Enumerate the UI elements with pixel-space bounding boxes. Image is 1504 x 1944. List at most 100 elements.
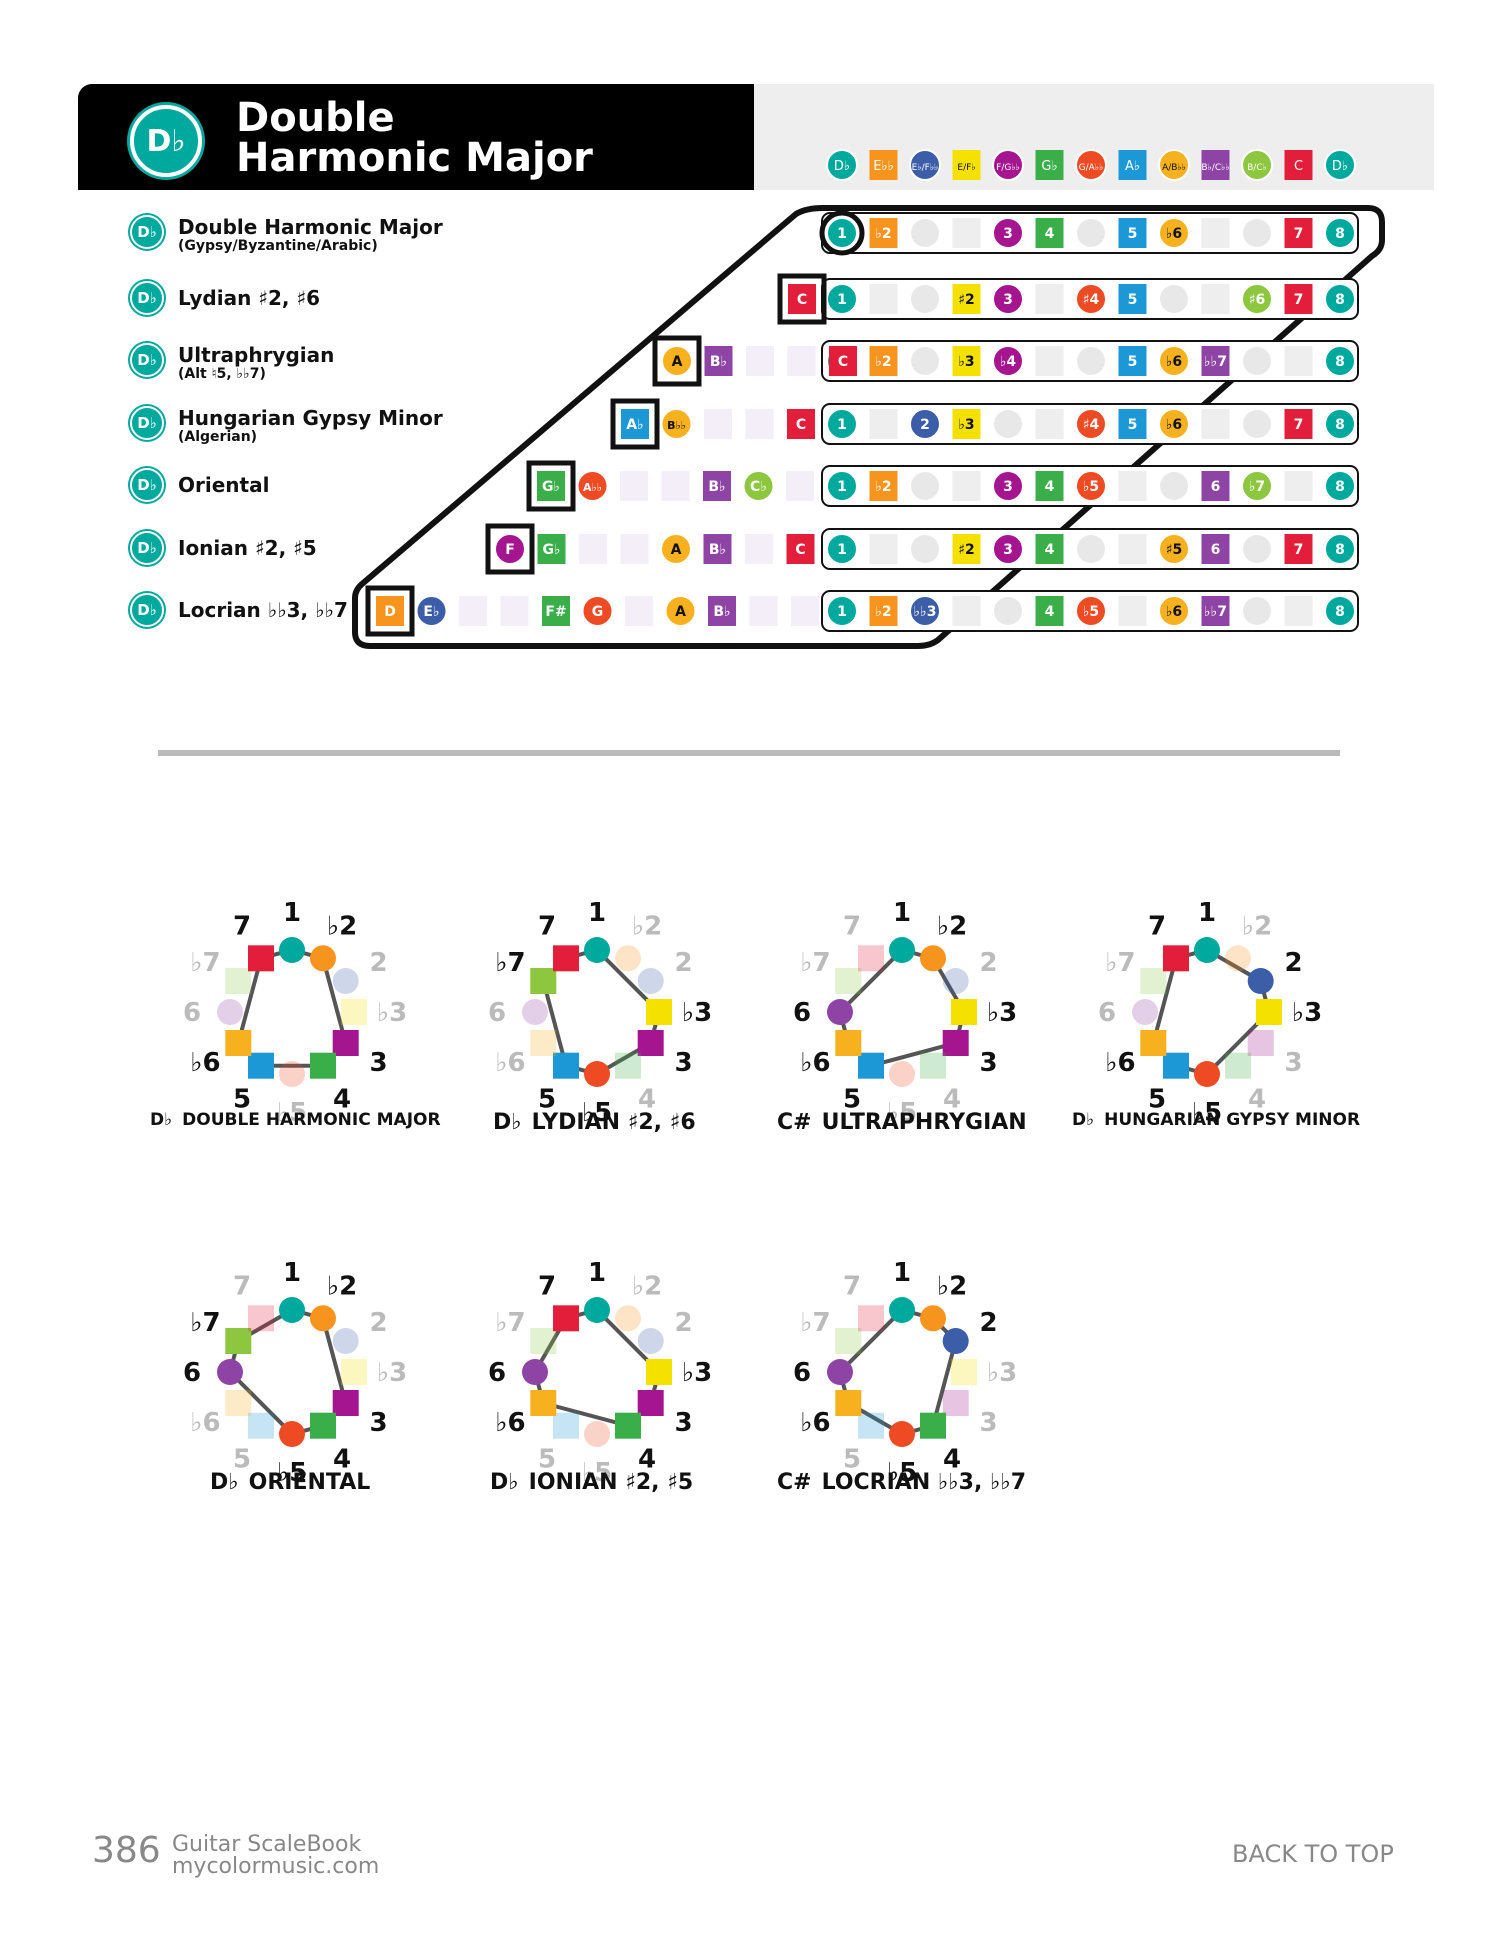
page-number: 386 [92, 1830, 161, 1871]
empty-slot [869, 409, 898, 439]
degree-note [1201, 534, 1230, 564]
degree-note [952, 284, 981, 314]
wheel-degree-label: ♭6 [495, 1048, 525, 1078]
wheel-key: D♭ [493, 1110, 522, 1135]
empty-slot [745, 534, 773, 564]
degree-label: 3 [1003, 542, 1013, 558]
legend-note [1241, 149, 1273, 181]
empty-slot [994, 410, 1022, 438]
wheel-title: C#ULTRAPHRYGIAN [777, 1110, 1027, 1135]
degree-note [1075, 470, 1107, 502]
wheel-note [1256, 999, 1282, 1025]
wheel-title: D♭ORIENTAL [210, 1470, 370, 1495]
left-note [788, 284, 816, 314]
left-note-label: A [675, 604, 686, 620]
degree-note [869, 346, 898, 376]
wheel-note [858, 945, 884, 972]
degree-label: ♭2 [875, 479, 891, 495]
degree-note [1241, 470, 1273, 502]
wheel-note [951, 1359, 977, 1385]
degree-label: ♯5 [1166, 542, 1183, 558]
wheel-title: D♭LYDIAN ♯2, ♯6 [493, 1110, 696, 1135]
wheel-note [920, 1052, 946, 1079]
empty-slot [869, 534, 898, 564]
legend-note-label: D♭ [834, 159, 850, 174]
wheel-polygon [236, 947, 348, 1068]
degree-label: 8 [1335, 542, 1345, 558]
empty-slot [579, 534, 607, 564]
wheel-degree-label: ♭2 [632, 911, 662, 941]
left-note-label: G [592, 604, 604, 620]
legend-note [1201, 150, 1230, 180]
wheel-degree-label: ♭3 [987, 998, 1017, 1028]
wheel-note [858, 1305, 884, 1332]
wheel-title: D♭IONIAN ♯2, ♯5 [490, 1470, 693, 1495]
degree-label: 7 [1294, 226, 1304, 242]
mode-root-box [777, 273, 827, 325]
book-title: Guitar ScaleBook [172, 1832, 362, 1857]
site-link[interactable]: mycolormusic.com [172, 1854, 380, 1879]
empty-slot [952, 471, 981, 501]
wheel-note [615, 1412, 641, 1439]
left-note-label: C [795, 542, 805, 558]
wheel-degree-label: 6 [793, 1358, 811, 1388]
legend-note-label: A/B♭♭ [1162, 163, 1186, 173]
wheel-note [615, 1052, 641, 1079]
wheel-degree-label: 1 [283, 898, 301, 928]
degree-note [1324, 345, 1356, 377]
wheel-degree-label: ♭5 [1192, 1098, 1222, 1128]
wheel-note [279, 1297, 305, 1323]
wheel-note [615, 945, 641, 972]
empty-slot [459, 596, 487, 626]
degree-label: ♭♭7 [1204, 354, 1227, 370]
title-line-2: Harmonic Major [236, 135, 593, 181]
wheel-note [248, 1412, 274, 1439]
empty-slot [1201, 284, 1230, 314]
wheel-note [310, 945, 336, 972]
wheel-note [889, 1421, 915, 1447]
wheel-degree-label: ♭2 [327, 911, 357, 941]
degree-label: ♭2 [875, 226, 891, 242]
wheel-key: C# [777, 1110, 812, 1135]
wheel-degree-label: 2 [370, 948, 388, 978]
degree-label: ♭5 [1083, 604, 1099, 620]
mode-root-box [526, 460, 576, 512]
wheel-note [341, 1359, 367, 1385]
empty-slot [1077, 347, 1105, 375]
left-note [829, 346, 857, 376]
wheel-degree-label: 6 [488, 1358, 506, 1388]
wheel-note [553, 1052, 579, 1079]
degree-label: 6 [1211, 542, 1221, 558]
empty-slot [994, 597, 1022, 625]
degree-note [1075, 283, 1107, 315]
back-to-top-link[interactable]: BACK TO TOP [1232, 1840, 1394, 1868]
wheel-note [584, 1297, 610, 1323]
legend-note [869, 150, 898, 180]
degree-label: 1 [837, 604, 847, 620]
degree-label: ♭♭3 [914, 604, 937, 620]
wheel-degree-label: 4 [638, 1445, 656, 1475]
wheel-degree-label: ♭5 [582, 1098, 612, 1128]
wheel-degree-label: 5 [538, 1445, 556, 1475]
wheel-degree-label: ♭5 [887, 1098, 917, 1128]
wheel-degree-label: 6 [488, 998, 506, 1028]
wheel-name: IONIAN ♯2, ♯5 [528, 1470, 694, 1495]
legend-note [826, 149, 858, 181]
wheel-note [584, 937, 610, 963]
degree-note [1324, 595, 1356, 627]
left-note-label: C [796, 417, 806, 433]
wheel-note [920, 1412, 946, 1439]
wheel-degree-label: 4 [638, 1085, 656, 1115]
legend-note-label: A♭ [1125, 159, 1140, 174]
scale-name-text: Oriental [178, 473, 270, 497]
degree-label: 5 [1128, 354, 1138, 370]
mode-outline [352, 205, 1385, 649]
wheel-degree-label: 2 [980, 1308, 998, 1338]
wheel-degree-label: 1 [1198, 898, 1216, 928]
left-note-label: A [671, 542, 682, 558]
key-logo-icon: D♭ [130, 105, 202, 177]
scale-key-icon: D♭ [130, 531, 164, 565]
empty-slot [952, 218, 981, 248]
empty-slot [745, 409, 774, 439]
